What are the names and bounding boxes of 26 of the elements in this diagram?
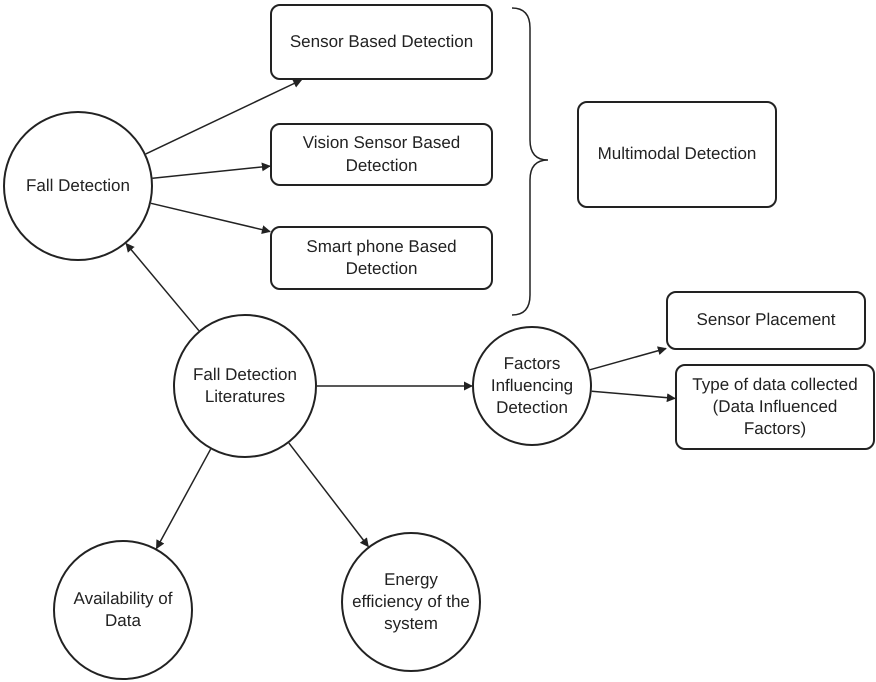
node-label: Sensor Placement — [696, 309, 836, 332]
node-label: Vision Sensor Based Detection — [302, 132, 462, 176]
arrow — [126, 242, 200, 332]
topic-box — [270, 4, 493, 80]
topic-box — [270, 226, 493, 290]
node-label: Smart phone Based Detection — [305, 236, 458, 280]
topic-box — [666, 291, 866, 350]
arrow — [145, 79, 302, 155]
node-label: Fall Detection — [26, 174, 130, 197]
arrow — [590, 346, 667, 371]
arrow — [152, 162, 271, 180]
arrow — [317, 382, 473, 390]
arrow — [156, 448, 212, 550]
node-label: Type of data collected (Data Influenced Factors) — [691, 374, 859, 440]
arrow — [288, 442, 369, 548]
topic-box — [675, 364, 875, 450]
topic-box — [270, 123, 493, 186]
arrow — [592, 390, 676, 402]
node-label: Multimodal Detection — [598, 143, 756, 166]
node-label: Factors Influencing Detection — [490, 352, 574, 420]
arrow — [150, 202, 271, 234]
node-label: Availability of Data — [72, 588, 174, 632]
node-label: Sensor Based Detection — [290, 30, 474, 53]
node-label: Energy efficiency of the system — [351, 568, 471, 636]
topic-box — [577, 101, 777, 208]
node-label: Fall Detection Literatures — [192, 364, 298, 408]
